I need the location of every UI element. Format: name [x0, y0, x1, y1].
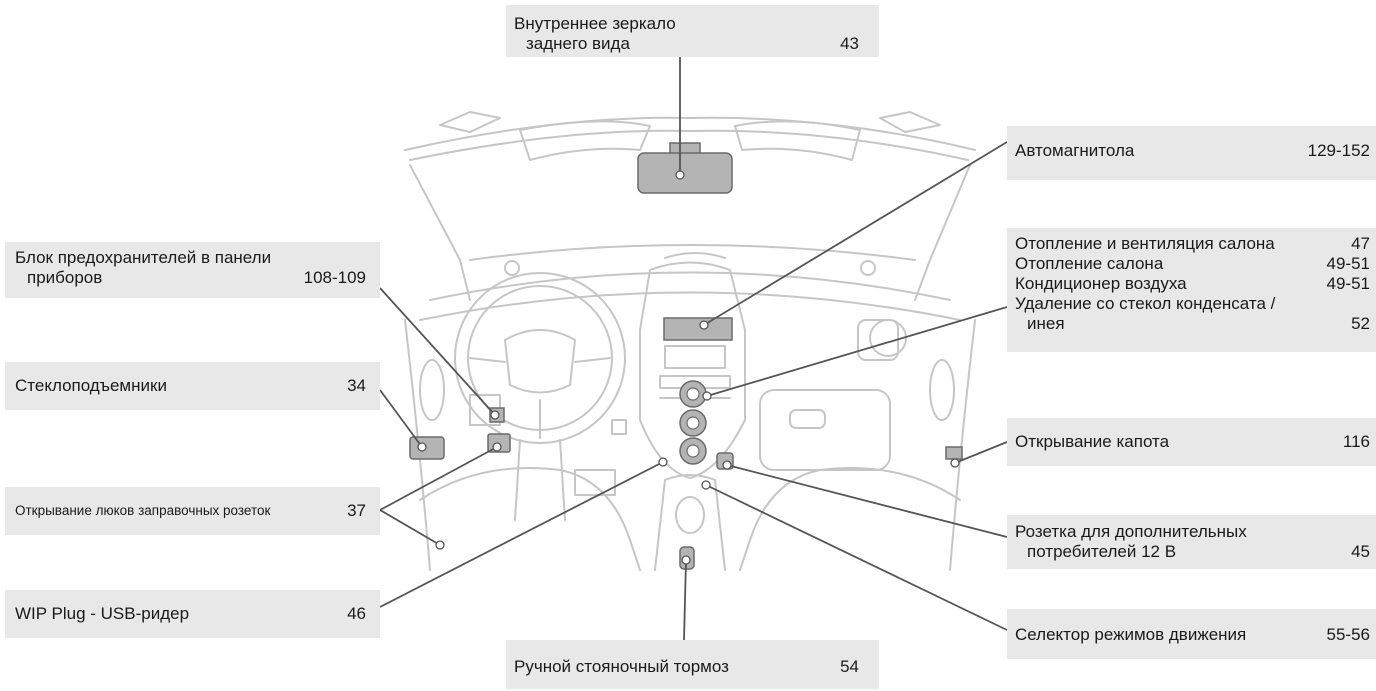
callout-bonnet-label: Открывание капота — [1015, 432, 1169, 452]
callout-radio-label: Автомагнитола — [1015, 141, 1134, 161]
callout-drive-selector-label: Селектор режимов движения — [1015, 625, 1246, 645]
callout-usb-label: WIP Plug - USB-ридер — [15, 604, 189, 624]
callout-climate-page-2: 49-51 — [1327, 254, 1370, 274]
callout-handbrake-page: 54 — [840, 657, 859, 677]
callout-climate: Отопление и вентиляция салона 47 Отоплени… — [1007, 228, 1376, 352]
callout-climate-page-3: 49-51 — [1327, 274, 1370, 294]
callout-charge-flaps-label: Открывание люков заправочных розеток — [15, 501, 270, 521]
callout-climate-item-2: Отопление салона — [1015, 254, 1163, 274]
callout-mirror-page: 43 — [840, 34, 859, 54]
callout-radio-page: 129-152 — [1308, 141, 1370, 161]
callout-windows-label: Стеклоподъемники — [15, 376, 167, 396]
callout-mirror-line2: заднего вида — [526, 34, 630, 54]
callout-fuses-page: 108-109 — [304, 268, 366, 288]
callout-handbrake-label: Ручной стояночный тормоз — [514, 657, 729, 677]
callout-fuses-line2: приборов — [27, 268, 102, 288]
callout-fuses: Блок предохранителей в панели приборов 10… — [5, 242, 380, 298]
callout-mirror-line1: Внутреннее зеркало — [514, 14, 859, 34]
callout-bonnet-page: 116 — [1343, 432, 1370, 452]
callout-defrost-line1: Удаление со стекол конденсата / — [1015, 294, 1370, 314]
callout-charge-flaps-page: 37 — [347, 501, 366, 521]
callout-drive-selector: Селектор режимов движения 55-56 — [1007, 609, 1376, 659]
callout-climate-item-1: Отопление и вентиляция салона — [1015, 234, 1275, 254]
callout-mirror: Внутреннее зеркало заднего вида 43 — [506, 5, 879, 57]
callout-socket-page: 45 — [1351, 542, 1370, 562]
callout-climate-item-3: Кондиционер воздуха — [1015, 274, 1187, 294]
callout-usb-page: 46 — [347, 604, 366, 624]
callout-windows: Стеклоподъемники 34 — [5, 362, 380, 410]
callout-climate-page-1: 47 — [1351, 234, 1370, 254]
callout-bonnet: Открывание капота 116 — [1007, 418, 1376, 466]
callout-windows-page: 34 — [347, 376, 366, 396]
callout-usb: WIP Plug - USB-ридер 46 — [5, 590, 380, 638]
callout-defrost-line2: инея — [1027, 314, 1065, 334]
callout-socket-line1: Розетка для дополнительных — [1015, 522, 1370, 542]
callout-radio: Автомагнитола 129-152 — [1007, 126, 1376, 180]
callout-charge-flaps: Открывание люков заправочных розеток 37 — [5, 487, 380, 535]
callout-fuses-line1: Блок предохранителей в панели — [15, 248, 366, 268]
callout-handbrake: Ручной стояночный тормоз 54 — [506, 640, 879, 689]
callout-socket-line2: потребителей 12 В — [1027, 542, 1176, 562]
callout-drive-selector-page: 55-56 — [1327, 625, 1370, 645]
callout-socket: Розетка для дополнительных потребителей … — [1007, 515, 1376, 569]
callout-defrost-page: 52 — [1351, 314, 1370, 334]
